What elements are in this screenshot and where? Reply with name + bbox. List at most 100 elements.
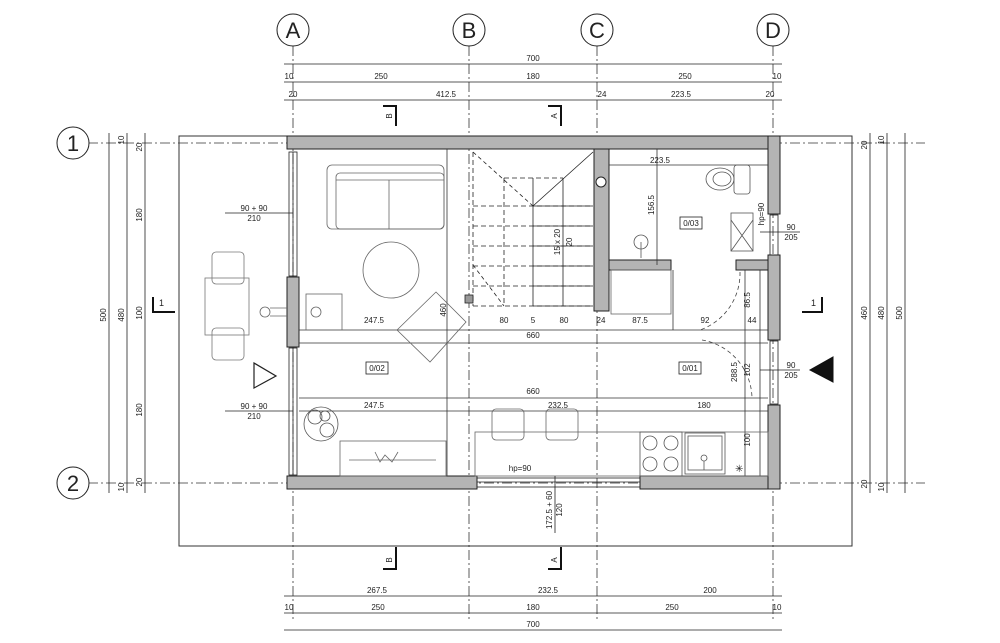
opening-right-upper-height: 205 <box>784 233 798 242</box>
bar-stool-icon[interactable] <box>491 408 579 441</box>
section-mark-bottom-A[interactable]: A <box>548 547 562 570</box>
bottom-window <box>476 477 641 488</box>
lamp-icon <box>310 306 322 318</box>
grid-bubble-A: A <box>276 13 310 47</box>
svg-text:1: 1 <box>811 298 816 308</box>
right-windows <box>769 214 779 405</box>
left-dimensions <box>108 133 146 493</box>
dim-bottom: 250 <box>665 603 679 612</box>
dim-bottom: 10 <box>773 603 782 612</box>
kitchen-counter <box>474 431 769 477</box>
dim-top: 10 <box>773 72 782 81</box>
dim-stair: 80 <box>500 316 509 325</box>
walls <box>286 135 781 490</box>
bath-sill-height: hp=90 <box>757 202 766 225</box>
section-mark-right-1[interactable]: 1 <box>802 297 823 313</box>
room-label-0-03[interactable]: 0/03 <box>679 216 703 230</box>
shower-tray-icon[interactable] <box>730 212 754 252</box>
top-dimensions <box>284 63 782 101</box>
dim-top: 250 <box>374 72 388 81</box>
dim-bottom-overall: 700 <box>526 620 540 629</box>
stair-label-2: 20 <box>565 237 574 246</box>
dim-left: 20 <box>135 142 144 151</box>
staircase[interactable] <box>472 151 594 307</box>
svg-text:C: C <box>589 18 605 43</box>
section-mark-top-B[interactable]: B <box>383 105 397 126</box>
grid-bubble-1: 1 <box>56 126 90 160</box>
dim-left: 10 <box>117 135 126 144</box>
storage-cabinet <box>610 269 672 315</box>
dim-top: 10 <box>285 72 294 81</box>
dim-lower: 232.5 <box>548 401 569 410</box>
right-dimensions <box>869 133 906 493</box>
interior-lines <box>299 149 768 476</box>
outdoor-lamp-icon <box>259 306 287 318</box>
grid-bubble-B: B <box>452 13 486 47</box>
dim-top: 20 <box>766 90 775 99</box>
opening-right-lower-height: 205 <box>784 371 798 380</box>
armchair-icon[interactable] <box>396 291 467 363</box>
dim-left: 480 <box>117 308 126 322</box>
opening-bottom-width: 172.5 + 60 <box>545 490 554 529</box>
section-mark-top-A[interactable]: A <box>548 105 562 126</box>
dim-bottom: 200 <box>703 586 717 595</box>
left-windows <box>288 151 298 476</box>
svg-text:B: B <box>462 18 477 43</box>
dim-living-width: 247.5 <box>364 316 385 325</box>
svg-text:D: D <box>765 18 781 43</box>
room-label-0-01[interactable]: 0/01 <box>678 361 702 375</box>
round-table-icon[interactable] <box>362 241 420 299</box>
dim-partition: 24 <box>597 316 606 325</box>
dim-right: 20 <box>860 479 869 488</box>
dim-left: 100 <box>135 306 144 320</box>
dim-top: 412.5 <box>436 90 457 99</box>
room-label-0-02[interactable]: 0/02 <box>365 361 389 375</box>
dim-right: 460 <box>860 306 869 320</box>
svg-text:A: A <box>550 557 559 563</box>
dim-bottom: 180 <box>526 603 540 612</box>
grid-bubble-C: C <box>580 13 614 47</box>
dim-top: 223.5 <box>671 90 692 99</box>
dim-right-vert: 86.5 <box>743 292 752 308</box>
opening-left-upper-height: 210 <box>247 214 261 223</box>
svg-text:1: 1 <box>159 298 164 308</box>
opening-right-lower-width: 90 <box>787 361 796 370</box>
toilet-icon[interactable] <box>705 164 751 195</box>
dim-left: 10 <box>117 482 126 491</box>
dim-stair: 80 <box>560 316 569 325</box>
dim-left: 20 <box>135 477 144 486</box>
dim-partition: 92 <box>701 316 710 325</box>
opening-leaders <box>225 212 800 412</box>
grid-lines <box>88 46 925 620</box>
bottom-dimensions <box>284 595 782 631</box>
washbasin-icon[interactable] <box>633 234 649 258</box>
dim-right-vert: 100 <box>743 433 752 447</box>
opening-bottom-height: 120 <box>555 503 564 517</box>
dim-top: 24 <box>598 90 607 99</box>
svg-text:0/03: 0/03 <box>683 219 699 228</box>
section-mark-bottom-B[interactable]: B <box>383 547 397 570</box>
dim-left: 180 <box>135 208 144 222</box>
dim-bottom: 10 <box>285 603 294 612</box>
kitchen-sink-icon[interactable] <box>684 432 726 475</box>
side-table-icon[interactable] <box>305 293 343 331</box>
dim-bottom: 250 <box>371 603 385 612</box>
tv-bench-icon[interactable] <box>339 440 447 477</box>
dim-partition: 44 <box>748 316 757 325</box>
dim-top: 180 <box>526 72 540 81</box>
outdoor-table-icon[interactable] <box>204 251 250 361</box>
opening-left-lower-width: 90 + 90 <box>241 402 268 411</box>
sofa-icon[interactable] <box>326 164 445 230</box>
dim-right-vert: 102 <box>743 363 752 377</box>
dim-living-depth: 460 <box>439 303 448 317</box>
dim-bath-width: 223.5 <box>650 156 671 165</box>
dim-right: 480 <box>877 306 886 320</box>
dim-right: 10 <box>877 135 886 144</box>
cooktop-icon[interactable] <box>639 431 683 477</box>
dim-stair: 5 <box>531 316 536 325</box>
svg-text:B: B <box>385 557 394 562</box>
entrance-arrow-right-icon <box>808 356 834 383</box>
svg-text:A: A <box>286 18 301 43</box>
section-mark-left-1[interactable]: 1 <box>152 297 175 313</box>
